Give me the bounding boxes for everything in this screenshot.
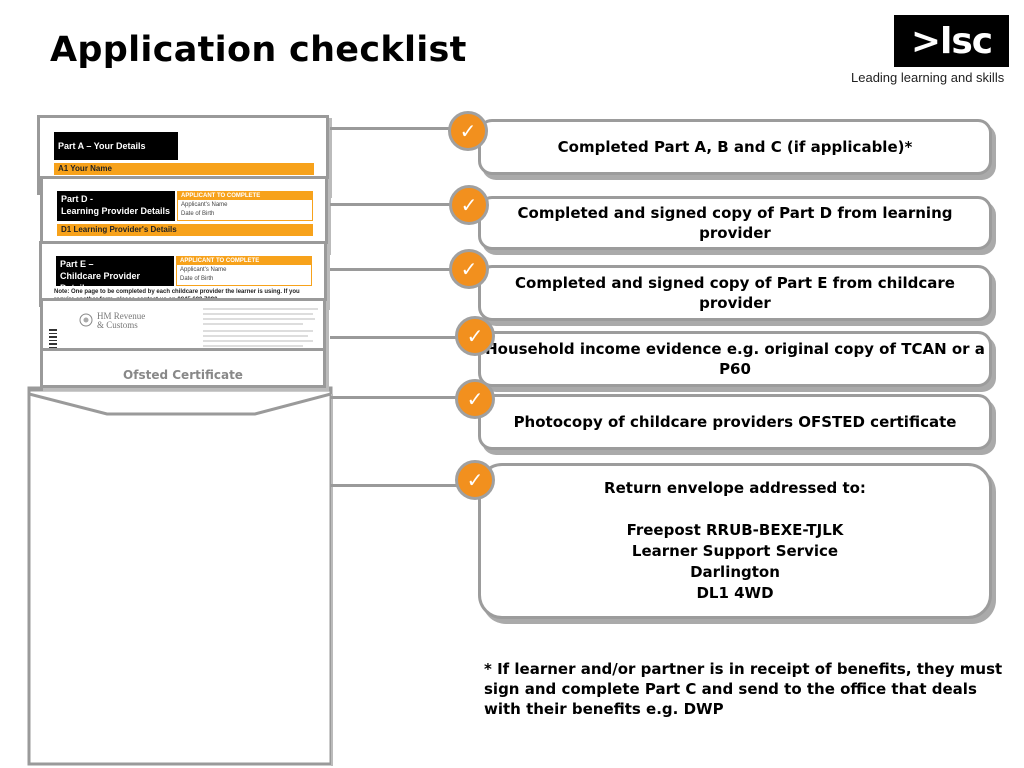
part-a-bar: A1 Your Name	[54, 163, 314, 175]
connector-line	[330, 396, 458, 399]
part-d-box-title: APPLICANT TO COMPLETE	[178, 192, 312, 200]
part-e-header-line2: Childcare Provider Details	[60, 271, 141, 293]
connector-line	[330, 127, 452, 130]
connector-line	[330, 336, 458, 339]
part-d-bar: D1 Learning Provider's Details	[57, 224, 313, 236]
check-icon: ✓	[455, 379, 495, 419]
check-icon: ✓	[449, 249, 489, 289]
part-e-header-line1: Part E –	[60, 259, 94, 269]
part-d-form: Part D - Learning Provider Details APPLI…	[40, 176, 328, 252]
part-e-header: Part E – Childcare Provider Details	[56, 256, 174, 293]
part-d-header-line2: Learning Provider Details	[61, 206, 171, 216]
hmrc-crest-icon	[79, 313, 93, 327]
check-icon: ✓	[448, 111, 488, 151]
hmrc-name: HM Revenue & Customs	[97, 312, 145, 330]
hmrc-document: HM Revenue & Customs	[40, 298, 326, 354]
part-d-box-line1: Applicant's Name	[181, 202, 228, 208]
part-e-box-line2: Date of Birth	[180, 276, 214, 282]
ofsted-certificate: Ofsted Certificate	[40, 348, 326, 388]
hmrc-line2: & Customs	[97, 320, 138, 330]
page-title: Application checklist	[50, 30, 467, 70]
benefits-footnote: * If learner and/or partner is in receip…	[484, 660, 1003, 718]
hmrc-line1: HM Revenue	[97, 311, 146, 321]
part-a-header: Part A – Your Details	[54, 132, 178, 160]
part-e-box-title: APPLICANT TO COMPLETE	[177, 257, 311, 265]
checklist-item-part-e: Completed and signed copy of Part E from…	[478, 265, 992, 321]
part-d-applicant-box: APPLICANT TO COMPLETE Applicant's Name D…	[177, 191, 313, 221]
return-address-line2: Learner Support Service	[631, 542, 839, 560]
barcode-icon	[49, 329, 57, 348]
envelope-illustration	[27, 386, 333, 766]
part-e-box-line1: Applicant's Name	[180, 267, 227, 273]
logo-tagline: Leading learning and skills	[851, 70, 1005, 85]
part-e-applicant-box: APPLICANT TO COMPLETE Applicant's Name D…	[176, 256, 312, 286]
part-d-header-line1: Part D -	[61, 194, 94, 204]
ofsted-label: Ofsted Certificate	[123, 368, 243, 382]
check-icon: ✓	[455, 316, 495, 356]
connector-line	[330, 203, 452, 206]
part-d-box-line2: Date of Birth	[181, 211, 215, 217]
check-icon: ✓	[449, 185, 489, 225]
part-d-header: Part D - Learning Provider Details	[57, 191, 175, 221]
lsc-logo: >lsc	[894, 15, 1009, 67]
check-icon: ✓	[455, 460, 495, 500]
checklist-item-ofsted: Photocopy of childcare providers OFSTED …	[478, 394, 992, 450]
connector-line	[330, 268, 452, 271]
return-address-line4: DL1 4WD	[696, 584, 774, 602]
hmrc-text-lines	[203, 308, 318, 347]
checklist-item-parts-abc: Completed Part A, B and C (if applicable…	[478, 119, 992, 175]
return-address-line3: Darlington	[690, 563, 780, 581]
connector-line	[330, 484, 458, 487]
return-envelope-box: Return envelope addressed to: Freepost R…	[478, 463, 992, 619]
checklist-item-income-evidence: Household income evidence e.g. original …	[478, 331, 992, 387]
checklist-item-part-d: Completed and signed copy of Part D from…	[478, 196, 992, 250]
return-address-line1: Freepost RRUB-BEXE-TJLK	[626, 521, 844, 539]
return-heading: Return envelope addressed to:	[604, 479, 866, 497]
